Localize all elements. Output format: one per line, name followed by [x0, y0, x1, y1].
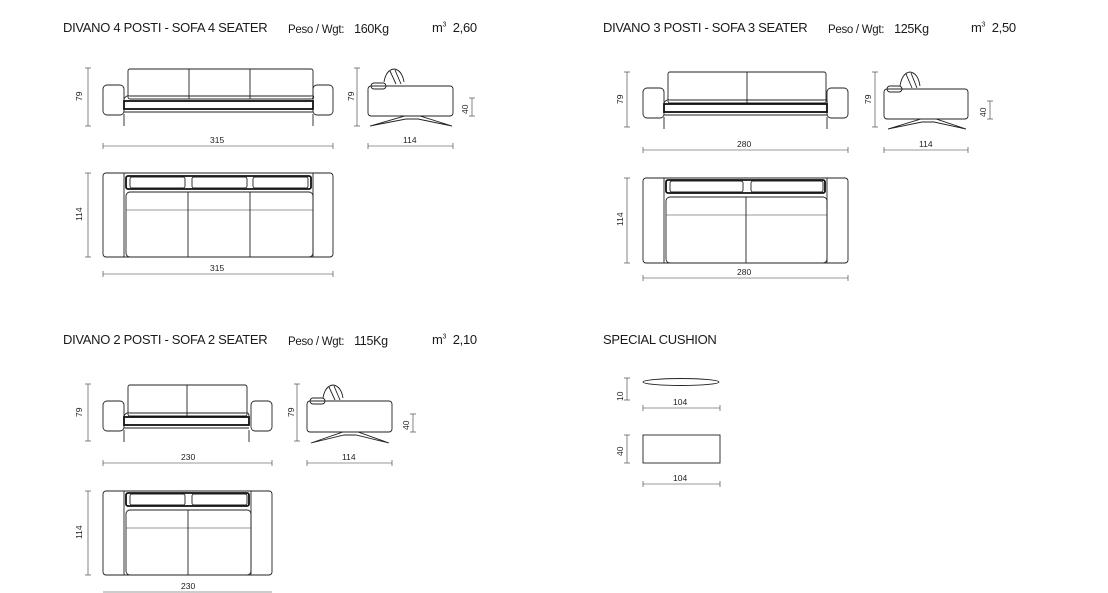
sofa-3-top-width: 280 [737, 267, 751, 277]
sofa-2-side-depth: 114 [342, 452, 356, 462]
sofa-2-top-width: 230 [181, 581, 195, 591]
sofa-2-front-view: 79 230 [74, 383, 273, 466]
sofa-4-volume-unit: m [432, 20, 443, 35]
sofa-2-top-view: 114 230 [74, 490, 273, 593]
sofa-4-front-height: 79 [74, 91, 84, 101]
sofa-3-volume: m3 2,50 [971, 20, 1016, 35]
sofa-4-side-depth: 114 [403, 135, 417, 145]
sofa-3-top-view: 114 280 [615, 177, 849, 281]
sofa-4-front-view: 79 315 [74, 67, 334, 149]
sofa-2-weight-value: 115Kg [354, 334, 388, 348]
sofa-4-side-view: 79 40 114 [346, 67, 475, 149]
sofa-3-volume-value: 2,50 [991, 20, 1016, 35]
sofa-2-weight-label: Peso / Wgt: [288, 336, 345, 348]
cushion-thin-view: 10 104 [615, 377, 721, 411]
sofa-2-front-height: 79 [74, 407, 84, 417]
sofa-2-volume-exp: 3 [442, 333, 447, 341]
sofa-3-front-height: 79 [615, 94, 625, 104]
cushion-thin-height: 10 [615, 391, 625, 401]
sofa-4-side-height: 79 [346, 91, 356, 101]
sofa-4-volume-exp: 3 [442, 21, 447, 29]
sofa-4-volume: m3 2,60 [432, 20, 477, 35]
sofa-4-header: DIVANO 4 POSTI - SOFA 4 SEATER [63, 20, 268, 35]
sofa-3-front-width: 280 [737, 139, 751, 149]
sofa-3-weight-value: 125Kg [894, 22, 929, 36]
sofa-4-weight-label: Peso / Wgt: [288, 24, 345, 36]
sofa-3-front-view: 79 280 [615, 71, 849, 153]
sofa-3-header: DIVANO 3 POSTI - SOFA 3 SEATER [603, 20, 808, 35]
sofa-2-weight: Peso / Wgt: 115Kg [288, 333, 388, 348]
sofa-4-top-width: 315 [210, 263, 224, 273]
sofa-4-top-depth: 114 [74, 207, 84, 221]
sofa-2-volume-unit: m [432, 332, 443, 347]
sofa-3-title: DIVANO 3 POSTI - SOFA 3 SEATER [603, 20, 808, 35]
sofa-2-title: DIVANO 2 POSTI - SOFA 2 SEATER [63, 332, 268, 347]
sofa-3-weight: Peso / Wgt: 125Kg [828, 21, 929, 36]
sofa-2-top-depth: 114 [74, 525, 84, 539]
sofa-4-volume-value: 2,60 [452, 20, 477, 35]
cushion-title: SPECIAL CUSHION [603, 332, 717, 347]
sofa-2-volume: m3 2,10 [432, 332, 477, 347]
sofa-4-title: DIVANO 4 POSTI - SOFA 4 SEATER [63, 20, 268, 35]
sofa-3-side-seat: 40 [978, 107, 988, 117]
sofa-3-side-height: 79 [863, 94, 873, 104]
sofa-4-weight: Peso / Wgt: 160Kg [288, 21, 389, 36]
sofa-3-side-depth: 114 [919, 139, 933, 149]
cushion-box-width: 104 [673, 473, 687, 483]
cushion-header: SPECIAL CUSHION [603, 332, 717, 347]
sofa-3-volume-exp: 3 [981, 21, 986, 29]
sofa-3-top-depth: 114 [615, 212, 625, 226]
sofa-2-side-view: 79 40 114 [286, 383, 416, 466]
sofa-3-side-view: 79 40 114 [863, 71, 993, 153]
sofa-2-header: DIVANO 2 POSTI - SOFA 2 SEATER [63, 332, 268, 347]
sofa-2-side-seat: 40 [401, 420, 411, 430]
cushion-thin-width: 104 [673, 397, 687, 407]
sofa-2-volume-value: 2,10 [452, 332, 477, 347]
sofa-3-weight-label: Peso / Wgt: [828, 24, 885, 36]
cushion-box-height: 40 [615, 446, 625, 456]
cushion-box-view: 40 104 [615, 434, 721, 487]
sofa-4-side-seat: 40 [460, 104, 470, 114]
sofa-4-weight-value: 160Kg [354, 22, 389, 36]
sofa-4-top-view: 114 315 [74, 172, 334, 277]
sofa-4-front-width: 315 [210, 135, 224, 145]
sofa-2-front-width: 230 [181, 452, 195, 462]
sofa-2-side-height: 79 [286, 407, 296, 417]
sofa-3-volume-unit: m [971, 20, 982, 35]
